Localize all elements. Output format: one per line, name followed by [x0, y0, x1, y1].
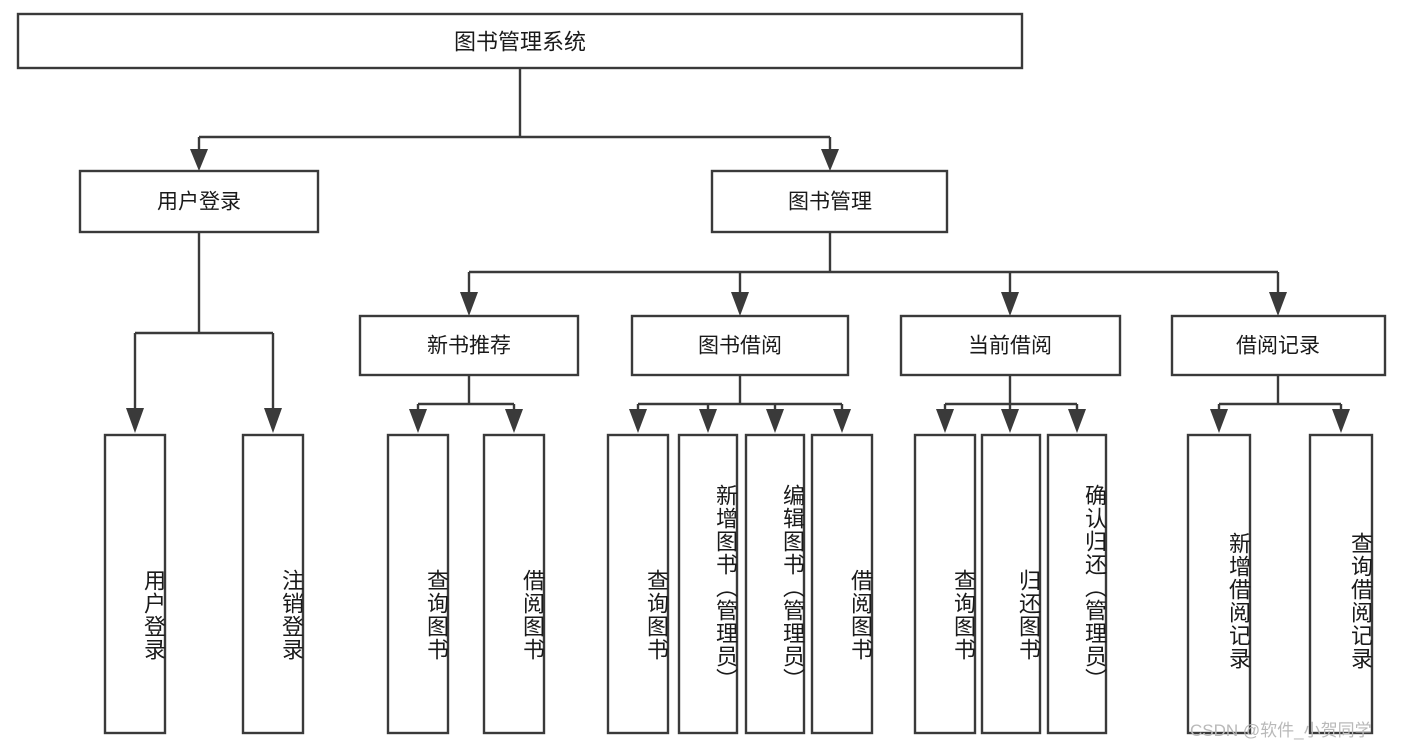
arrow-to-leaf-user-login: [126, 408, 144, 433]
nodes-layer: 图书管理系统 用户登录 图书管理 新书推荐 图书借阅 当前借阅 借阅记录: [16, 12, 1387, 735]
connector-book-borrow-trunk: [636, 375, 844, 414]
arrow-to-leaf-query-borrow-record: [1332, 409, 1350, 433]
arrow-to-leaf-borrow-book-a: [505, 409, 523, 433]
node-box-new-book-recommend[interactable]: [358, 314, 580, 377]
arrow-to-leaf-logout: [264, 408, 282, 433]
connector-current-borrow-trunk: [943, 375, 1079, 414]
connector-user-login-trunk: [133, 232, 275, 413]
node-box-current-borrow[interactable]: [899, 314, 1122, 377]
node-box-root[interactable]: [16, 12, 1024, 70]
connector-root-trunk: [197, 68, 832, 155]
connector-new-book-recommend-trunk: [416, 375, 516, 414]
node-box-borrow-record[interactable]: [1170, 314, 1387, 377]
node-label-user-login: 用户登录: [157, 191, 241, 214]
arrow-to-leaf-edit-book: [766, 409, 784, 433]
node-label-borrow-record: 借阅记录: [1236, 335, 1320, 358]
node-label-book-borrow: 图书借阅: [698, 335, 782, 358]
node-label-root: 图书管理系统: [454, 30, 586, 55]
leaf-box-borrow-book-a[interactable]: [482, 433, 546, 735]
leaf-box-query-book-c[interactable]: [913, 433, 977, 735]
arrow-to-book-borrow: [731, 292, 749, 316]
leaf-box-query-borrow-record[interactable]: [1308, 433, 1374, 735]
connector-book-management-trunk: [467, 232, 1280, 296]
arrow-to-leaf-borrow-book-b: [833, 409, 851, 433]
csdn-watermark: CSDN @软件_小贺同学: [1190, 721, 1372, 740]
node-label-current-borrow: 当前借阅: [968, 335, 1052, 358]
leaf-box-query-book-b[interactable]: [606, 433, 670, 735]
leaf-box-logout[interactable]: [241, 433, 305, 735]
arrow-to-leaf-query-book-a: [409, 409, 427, 433]
arrow-to-new-book-recommend: [460, 292, 478, 316]
arrow-to-current-borrow: [1001, 292, 1019, 316]
arrow-to-borrow-record: [1269, 292, 1287, 316]
node-box-book-borrow[interactable]: [630, 314, 850, 377]
node-label-book-management: 图书管理: [788, 191, 872, 214]
arrow-to-leaf-add-borrow-record: [1210, 409, 1228, 433]
leaf-box-query-book-a[interactable]: [386, 433, 450, 735]
arrow-to-leaf-add-book: [699, 409, 717, 433]
node-label-new-book-recommend: 新书推荐: [427, 335, 511, 358]
leaf-box-return-book[interactable]: [980, 433, 1042, 735]
arrow-to-leaf-return-book: [1001, 409, 1019, 433]
connector-borrow-record-trunk: [1217, 375, 1343, 414]
leaf-box-confirm-return[interactable]: [1046, 433, 1108, 735]
node-box-user-login[interactable]: [78, 169, 320, 234]
leaf-box-add-borrow-record[interactable]: [1186, 433, 1252, 735]
arrow-to-user-login: [190, 149, 208, 171]
leaf-box-borrow-book-b[interactable]: [810, 433, 874, 735]
arrow-to-book-management: [821, 149, 839, 171]
arrow-to-leaf-confirm-return: [1068, 409, 1086, 433]
arrow-to-leaf-query-book-b: [629, 409, 647, 433]
arrow-to-leaf-query-book-c: [936, 409, 954, 433]
node-box-book-management[interactable]: [710, 169, 949, 234]
leaf-box-edit-book[interactable]: [744, 433, 806, 735]
leaf-box-user-login[interactable]: [103, 433, 167, 735]
connectors-layer: [126, 68, 1350, 433]
leaf-box-add-book[interactable]: [677, 433, 739, 735]
